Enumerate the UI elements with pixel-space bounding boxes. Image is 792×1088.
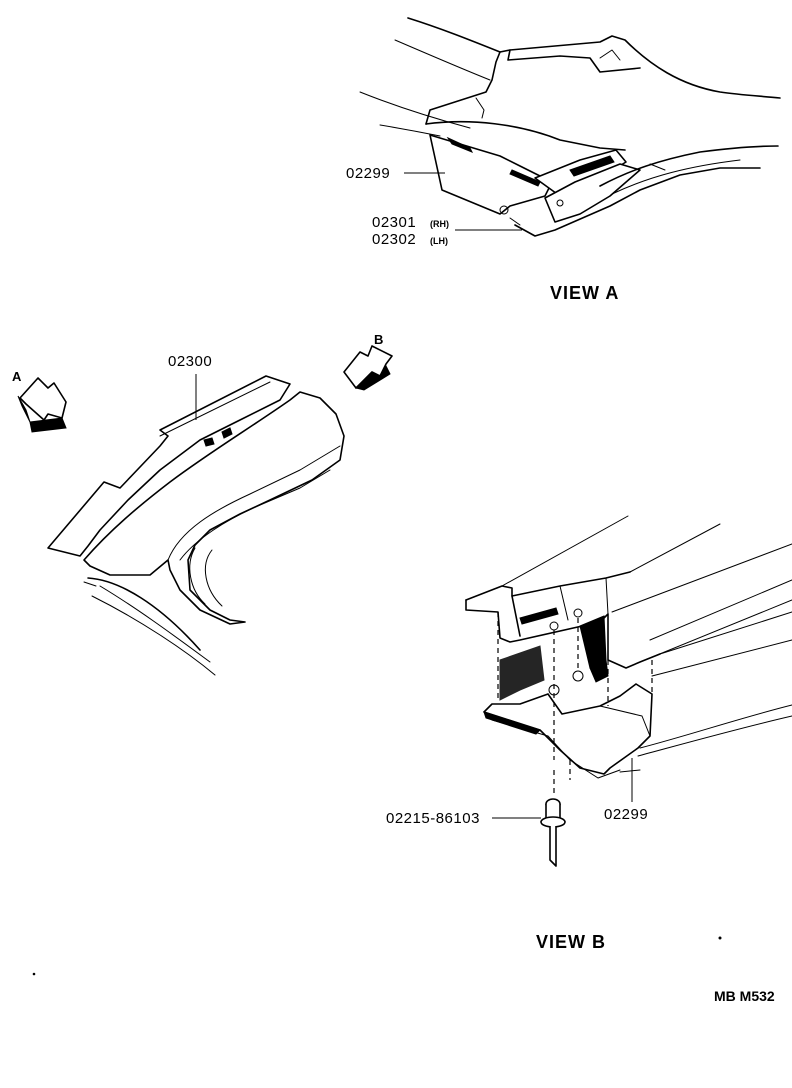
roof-panel-illustration (47, 375, 345, 676)
view-b-illustration (465, 515, 792, 795)
label-02301: 02301 (372, 214, 416, 231)
arrow-a-label: A (12, 369, 22, 384)
rivet-icon (540, 798, 566, 867)
label-02299-view-a: 02299 (346, 165, 390, 182)
label-02299-view-b: 02299 (604, 806, 648, 823)
view-a-illustration (359, 17, 781, 237)
label-02300: 02300 (168, 353, 212, 370)
view-b-title: VIEW B (536, 932, 606, 952)
label-side-rh: (RH) (430, 219, 449, 229)
view-a-title: VIEW A (550, 283, 619, 303)
arrow-b-icon (343, 345, 393, 391)
arrow-a-icon (17, 377, 67, 433)
label-02215-86103: 02215-86103 (386, 810, 480, 827)
label-02302: 02302 (372, 231, 416, 248)
arrow-b-label: B (374, 332, 383, 347)
label-side-lh: (LH) (430, 236, 448, 246)
diagram-code: MB M532 (714, 988, 775, 1004)
